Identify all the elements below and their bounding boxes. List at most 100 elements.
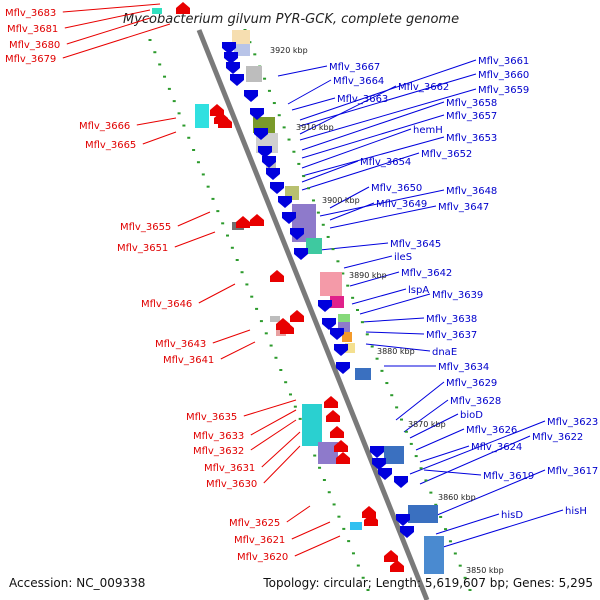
gene-label-left[interactable]: Mflv_3625 xyxy=(229,518,280,529)
gene-arrow-forward[interactable] xyxy=(390,560,404,572)
gene-label-left[interactable]: Mflv_3646 xyxy=(141,299,192,310)
gene-label-right[interactable]: lspA xyxy=(408,285,429,296)
gene-arrow-forward[interactable] xyxy=(364,514,378,526)
gene-label-left[interactable]: Mflv_3683 xyxy=(5,8,56,19)
gene-label-right[interactable]: Mflv_3642 xyxy=(401,268,452,279)
gene-label-right[interactable]: Mflv_3662 xyxy=(398,82,449,93)
gene-label-left[interactable]: Mflv_3631 xyxy=(204,463,255,474)
gene-label-right[interactable]: bioD xyxy=(460,410,483,421)
gene-arrow-forward[interactable] xyxy=(250,214,264,226)
gene-arrow-reverse[interactable] xyxy=(266,168,280,180)
gene-arrow-reverse[interactable] xyxy=(250,108,264,120)
gene-label-left[interactable]: Mflv_3655 xyxy=(120,222,171,233)
gene-label-right[interactable]: Mflv_3623 xyxy=(547,417,598,428)
gene-arrow-reverse[interactable] xyxy=(224,52,238,64)
gene-arrow-reverse[interactable] xyxy=(290,228,304,240)
gene-label-right[interactable]: Mflv_3657 xyxy=(446,111,497,122)
gene-label-left[interactable]: Mflv_3680 xyxy=(9,40,60,51)
gene-arrow-forward[interactable] xyxy=(290,310,304,322)
gene-label-right[interactable]: Mflv_3619 xyxy=(483,471,534,482)
gene-label-left[interactable]: Mflv_3643 xyxy=(155,339,206,350)
gene-label-left[interactable]: Mflv_3620 xyxy=(237,552,288,563)
gene-label-right[interactable]: Mflv_3664 xyxy=(333,76,384,87)
gene-label-right[interactable]: Mflv_3626 xyxy=(466,425,517,436)
gene-arrow-reverse[interactable] xyxy=(378,468,392,480)
gene-arrow-reverse[interactable] xyxy=(336,362,350,374)
gene-label-left[interactable]: Mflv_3632 xyxy=(193,446,244,457)
gene-label-left[interactable]: Mflv_3635 xyxy=(186,412,237,423)
gene-label-right[interactable]: Mflv_3660 xyxy=(478,70,529,81)
gene-arrow-reverse[interactable] xyxy=(226,62,240,74)
leader-line xyxy=(329,186,370,209)
gene-label-right[interactable]: ileS xyxy=(394,252,412,263)
gene-label-right[interactable]: Mflv_3663 xyxy=(337,94,388,105)
gene-arrow-forward[interactable] xyxy=(236,216,250,228)
gene-arrow-reverse[interactable] xyxy=(282,212,296,224)
gene-label-right[interactable]: Mflv_3639 xyxy=(432,290,483,301)
gene-arrow-reverse[interactable] xyxy=(330,328,344,340)
gene-label-right[interactable]: Mflv_3650 xyxy=(371,183,422,194)
gene-label-right[interactable]: Mflv_3634 xyxy=(438,362,489,373)
gene-arrow-forward[interactable] xyxy=(176,2,190,14)
gene-label-right[interactable]: Mflv_3624 xyxy=(471,442,522,453)
gene-label-right[interactable]: Mflv_3652 xyxy=(421,149,472,160)
gene-arrow-reverse[interactable] xyxy=(254,128,268,140)
gene-label-left[interactable]: Mflv_3681 xyxy=(7,24,58,35)
gene-arrow-forward[interactable] xyxy=(384,550,398,562)
gene-label-right[interactable]: Mflv_3661 xyxy=(478,56,529,67)
gene-label-right[interactable]: Mflv_3659 xyxy=(478,85,529,96)
gene-label-right[interactable]: Mflv_3647 xyxy=(438,202,489,213)
gene-label-left[interactable]: Mflv_3633 xyxy=(193,431,244,442)
gene-arrow-reverse[interactable] xyxy=(262,156,276,168)
gene-arrow-reverse[interactable] xyxy=(372,458,386,470)
track-dot xyxy=(313,454,317,457)
gene-label-right[interactable]: Mflv_3622 xyxy=(532,432,583,443)
gene-arrow-reverse[interactable] xyxy=(400,526,414,538)
gene-label-left[interactable]: Mflv_3666 xyxy=(79,121,130,132)
gene-label-left[interactable]: Mflv_3621 xyxy=(234,535,285,546)
gene-arrow-forward[interactable] xyxy=(324,396,338,408)
gene-label-right[interactable]: Mflv_3637 xyxy=(426,330,477,341)
gene-arrow-forward[interactable] xyxy=(334,440,348,452)
gene-label-right[interactable]: Mflv_3667 xyxy=(329,62,380,73)
gene-arrow-forward[interactable] xyxy=(336,452,350,464)
gene-arrow-reverse[interactable] xyxy=(222,42,236,54)
gene-arrow-reverse[interactable] xyxy=(230,74,244,86)
gene-arrow-reverse[interactable] xyxy=(258,146,272,158)
gene-arrow-reverse[interactable] xyxy=(394,476,408,488)
gene-label-left[interactable]: Mflv_3651 xyxy=(117,243,168,254)
gene-label-left[interactable]: Mflv_3665 xyxy=(85,140,136,151)
gene-label-right[interactable]: Mflv_3629 xyxy=(446,378,497,389)
gene-arrow-reverse[interactable] xyxy=(334,344,348,356)
gene-label-left[interactable]: Mflv_3630 xyxy=(206,479,257,490)
gene-label-right[interactable]: hisH xyxy=(565,506,587,517)
gene-arrow-reverse[interactable] xyxy=(370,446,384,458)
gene-label-right[interactable]: Mflv_3654 xyxy=(360,157,411,168)
gene-label-right[interactable]: dnaE xyxy=(432,347,457,358)
gene-label-right[interactable]: Mflv_3649 xyxy=(376,199,427,210)
gene-arrow-reverse[interactable] xyxy=(244,90,258,102)
gene-label-right[interactable]: Mflv_3645 xyxy=(390,239,441,250)
gene-arrow-reverse[interactable] xyxy=(318,300,332,312)
gene-arrow-forward[interactable] xyxy=(330,426,344,438)
gene-arrow-forward[interactable] xyxy=(326,410,340,422)
gene-label-right[interactable]: Mflv_3617 xyxy=(547,466,598,477)
gene-label-right[interactable]: Mflv_3653 xyxy=(446,133,497,144)
gene-label-right[interactable]: hisD xyxy=(501,510,523,521)
gene-arrow-reverse[interactable] xyxy=(278,196,292,208)
gene-label-right[interactable]: hemH xyxy=(413,125,443,136)
gene-label-left[interactable]: Mflv_3679 xyxy=(5,54,56,65)
gene-arrow-forward[interactable] xyxy=(218,116,232,128)
gene-arrow-reverse[interactable] xyxy=(294,248,308,260)
gene-arrow-forward[interactable] xyxy=(362,506,376,518)
gene-arrow-forward[interactable] xyxy=(280,322,294,334)
gene-arrow-reverse[interactable] xyxy=(322,318,336,330)
gene-arrow-reverse[interactable] xyxy=(396,514,410,526)
gene-arrow-reverse[interactable] xyxy=(270,182,284,194)
gene-label-right[interactable]: Mflv_3658 xyxy=(446,98,497,109)
gene-arrow-forward[interactable] xyxy=(270,270,284,282)
gene-label-right[interactable]: Mflv_3648 xyxy=(446,186,497,197)
gene-label-right[interactable]: Mflv_3628 xyxy=(450,396,501,407)
gene-label-right[interactable]: Mflv_3638 xyxy=(426,314,477,325)
gene-label-left[interactable]: Mflv_3641 xyxy=(163,355,214,366)
